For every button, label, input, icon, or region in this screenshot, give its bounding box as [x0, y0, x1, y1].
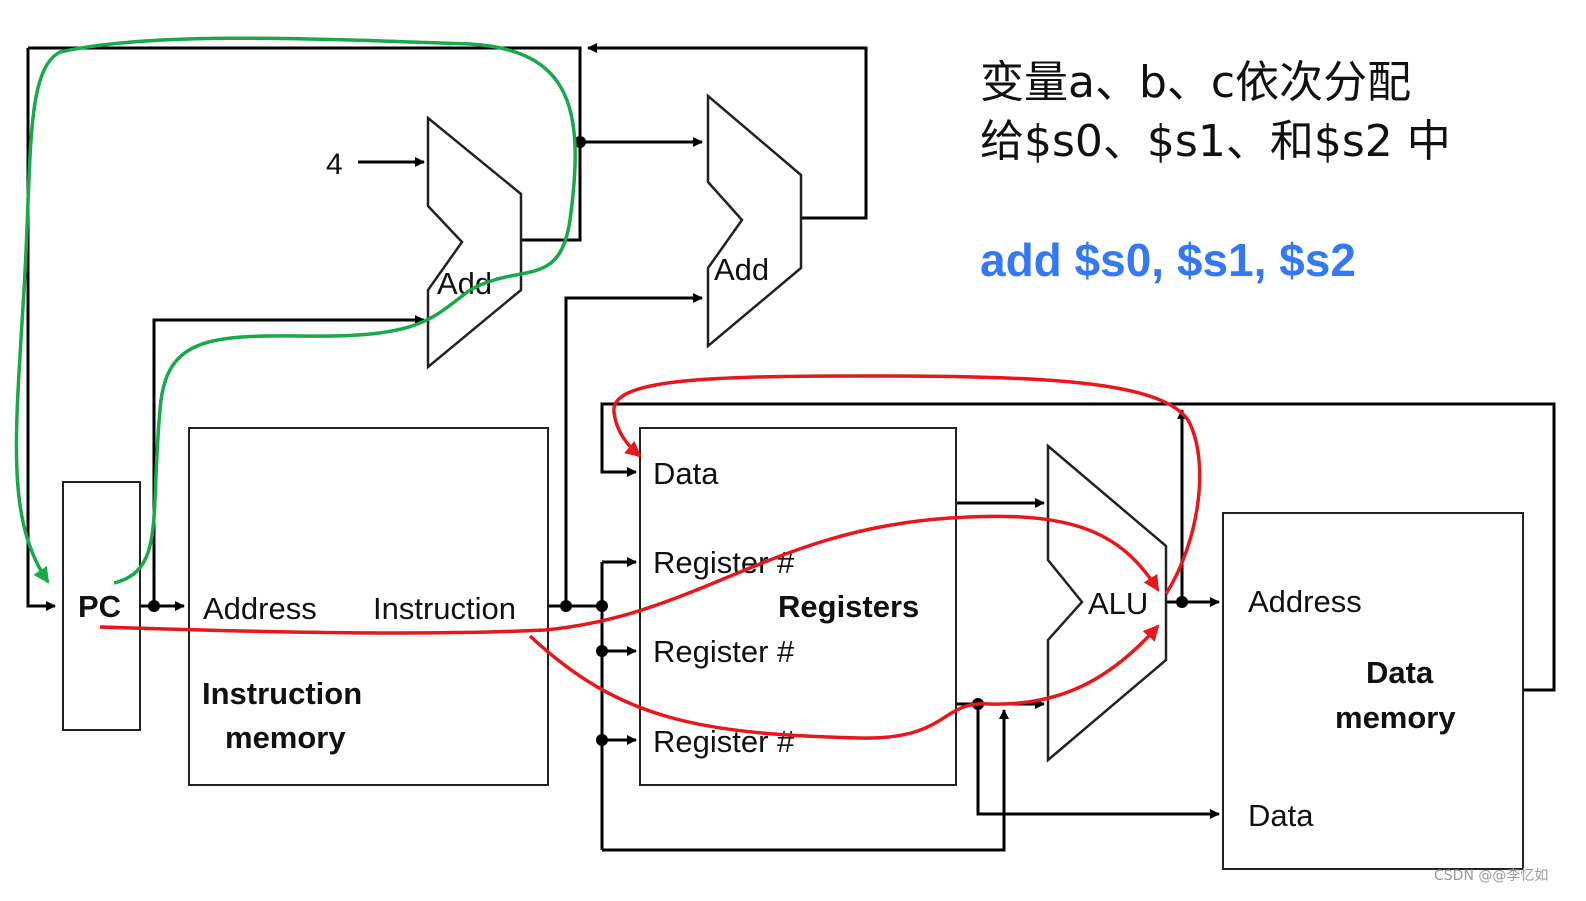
imem-title-line1: Instruction	[202, 676, 362, 711]
junction-dot	[1176, 596, 1188, 608]
constant-four-label: 4	[326, 148, 343, 181]
imem-address-port: Address	[203, 591, 317, 626]
registers-title: Registers	[778, 589, 919, 624]
dmem-title-line2: memory	[1335, 700, 1456, 735]
junction-dot	[596, 734, 608, 746]
note-line1: 变量a、b、c依次分配	[980, 57, 1411, 108]
instruction-memory	[188, 427, 549, 786]
junction-dot	[560, 600, 572, 612]
pc-update-path-green	[14, 36, 577, 585]
branch-adder-label: Add	[714, 252, 769, 287]
pc-label: PC	[78, 589, 121, 624]
imem-title-line2: memory	[225, 720, 346, 755]
wire-branch-output	[587, 43, 868, 220]
register-file	[639, 427, 957, 786]
wire-instruction-to-branch-adder	[564, 293, 703, 606]
imem-instruction-port: Instruction	[373, 591, 516, 626]
watermark: CSDN @@李忆如	[1434, 868, 1548, 884]
writeback-path-red	[612, 374, 1202, 595]
dmem-title-line1: Data	[1366, 655, 1434, 690]
branch-adder-unit	[706, 93, 803, 349]
wire-dmem-writeback	[600, 402, 1556, 692]
reg-data-port: Data	[653, 456, 719, 491]
reg-read2-port: Register #	[653, 634, 795, 669]
junction-dot	[596, 645, 608, 657]
alu-label: ALU	[1088, 586, 1148, 621]
pc-register	[62, 481, 141, 731]
junction-dot	[148, 600, 160, 612]
instruction-text: add $s0, $s1, $s2	[980, 234, 1356, 286]
note-line2: 给$s0、$s1、和$s2 中	[980, 116, 1451, 167]
wire-imm-to-alu-mux	[602, 709, 1009, 852]
dmem-data-port: Data	[1248, 798, 1314, 833]
dmem-address-port: Address	[1248, 584, 1362, 619]
junction-dot	[574, 136, 586, 148]
data-memory	[1222, 512, 1524, 870]
rt-path-red	[528, 624, 1160, 740]
junction-dot	[596, 600, 608, 612]
pc-adder-unit	[426, 115, 523, 370]
rs-path-red	[99, 514, 1160, 635]
wire-read-data2-to-dmem	[976, 704, 1220, 819]
reg-read1-port: Register #	[653, 545, 795, 580]
